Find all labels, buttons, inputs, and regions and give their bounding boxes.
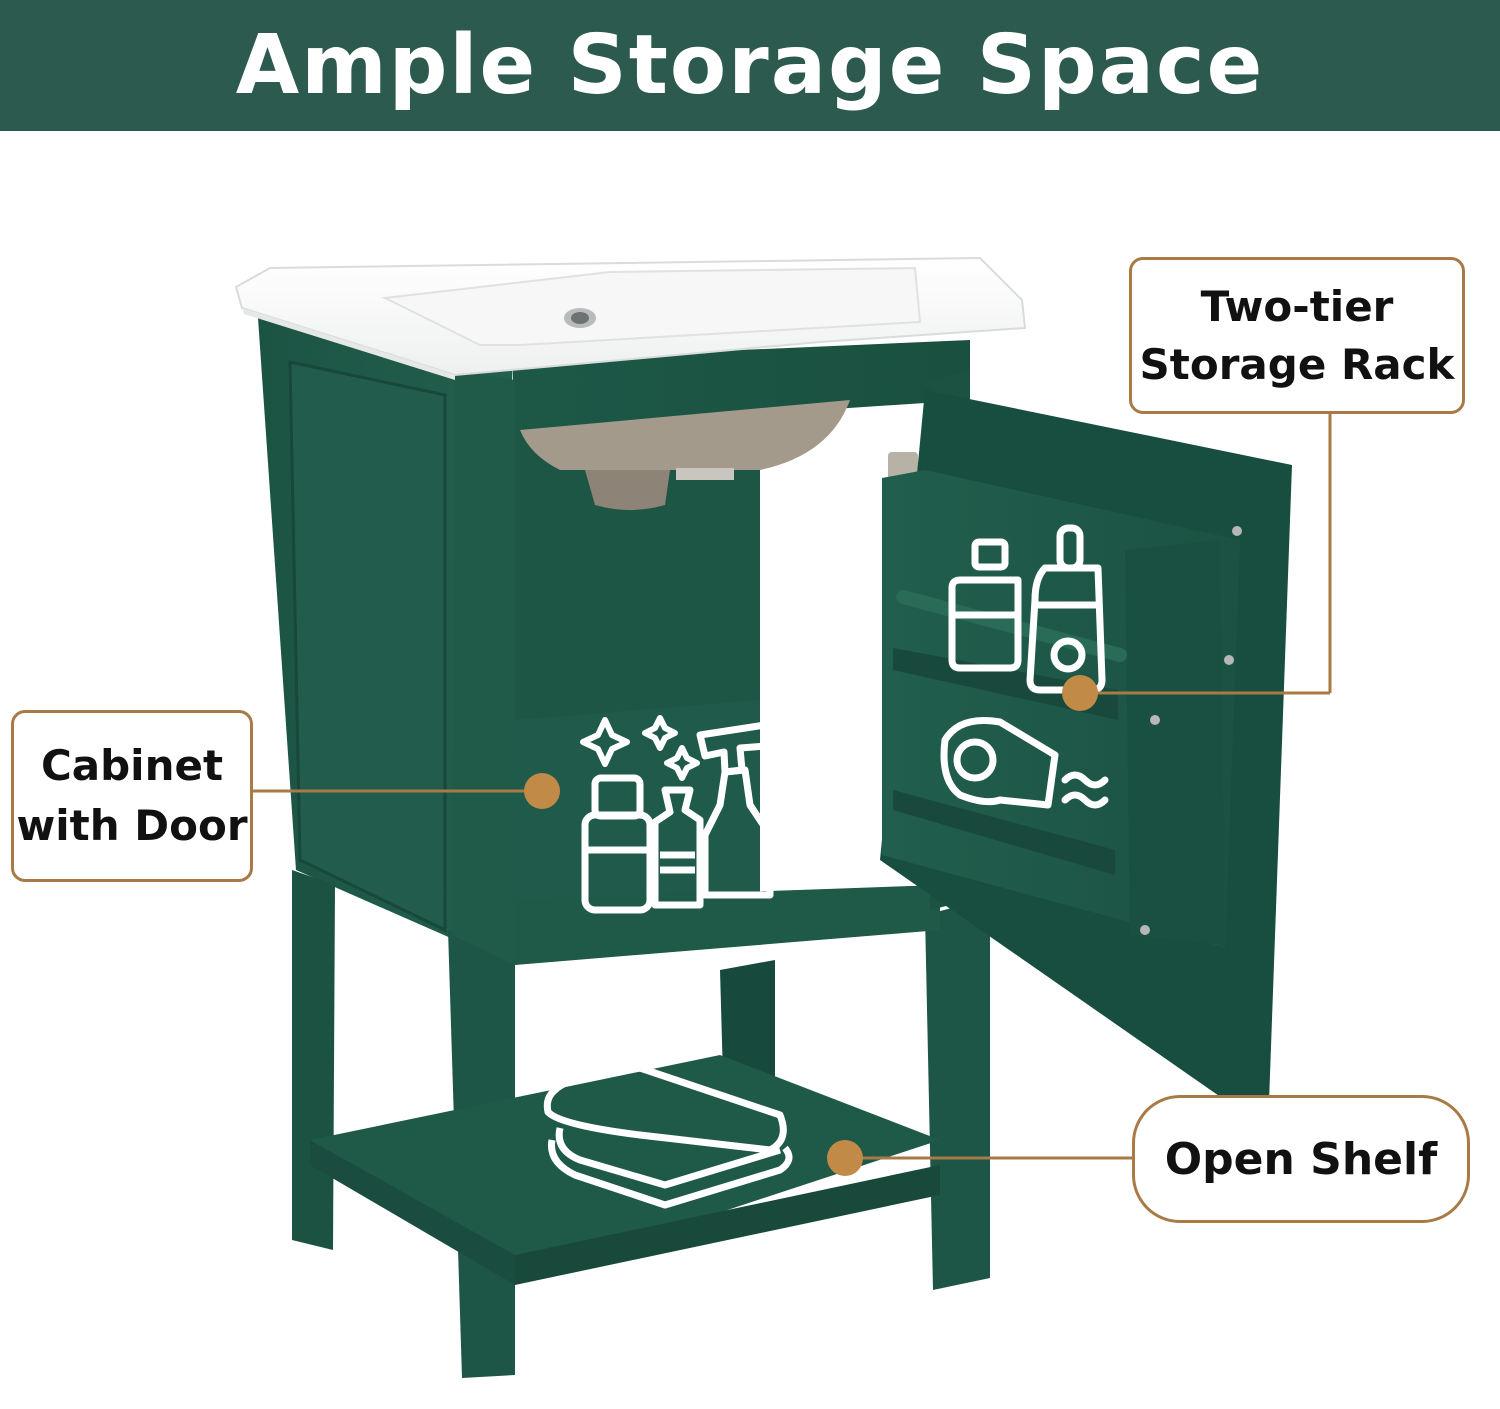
rack-upper-shelf bbox=[893, 648, 1118, 720]
shelf-marker-dot bbox=[827, 1140, 863, 1176]
callout-two-tier-storage-rack: Two-tier Storage Rack bbox=[1129, 257, 1465, 414]
serum-bottle-icon bbox=[1026, 524, 1106, 694]
rack-marker-dot bbox=[1062, 675, 1098, 711]
sink-basin-underside bbox=[520, 400, 850, 470]
lotion-bottle-icon bbox=[948, 538, 1022, 672]
callout-shelf-label: Open Shelf bbox=[1164, 1133, 1438, 1185]
lower-shelf-edge bbox=[515, 1165, 940, 1285]
soap-bottle-icon bbox=[581, 774, 654, 914]
callout-door-label: Cabinet with Door bbox=[16, 741, 248, 850]
hair-dryer-icon bbox=[940, 716, 1109, 809]
rack-lower-shelf bbox=[893, 790, 1115, 875]
cabinet-bottom-rail bbox=[515, 885, 940, 965]
callout-open-shelf: Open Shelf bbox=[1132, 1095, 1470, 1223]
back-left-leg bbox=[292, 870, 335, 1250]
spray-bottle-icon bbox=[696, 721, 784, 899]
detergent-bottle-icon bbox=[651, 786, 704, 909]
front-right-leg bbox=[925, 898, 990, 1290]
countertop-front-edge bbox=[242, 308, 455, 380]
lower-shelf bbox=[310, 1055, 940, 1280]
cabinet-front-stile bbox=[452, 370, 515, 965]
sink-bowl-top bbox=[381, 266, 922, 346]
sparkle-icon bbox=[580, 715, 700, 781]
callout-cabinet-with-door: Cabinet with Door bbox=[11, 710, 253, 882]
cabinet-left-panel-inset bbox=[288, 360, 447, 933]
folded-towels-icon bbox=[543, 1064, 793, 1209]
door-rack-side bbox=[1125, 540, 1225, 945]
lower-shelf-side-edge bbox=[310, 1140, 515, 1285]
sink-drain bbox=[585, 470, 670, 510]
title-banner: Ample Storage Space bbox=[0, 0, 1500, 131]
callout-rack-label: Two-tier Storage Rack bbox=[1139, 281, 1455, 389]
door-marker-dot bbox=[524, 773, 560, 809]
banner-title: Ample Storage Space bbox=[235, 18, 1265, 113]
cabinet-front-frame bbox=[512, 340, 970, 430]
